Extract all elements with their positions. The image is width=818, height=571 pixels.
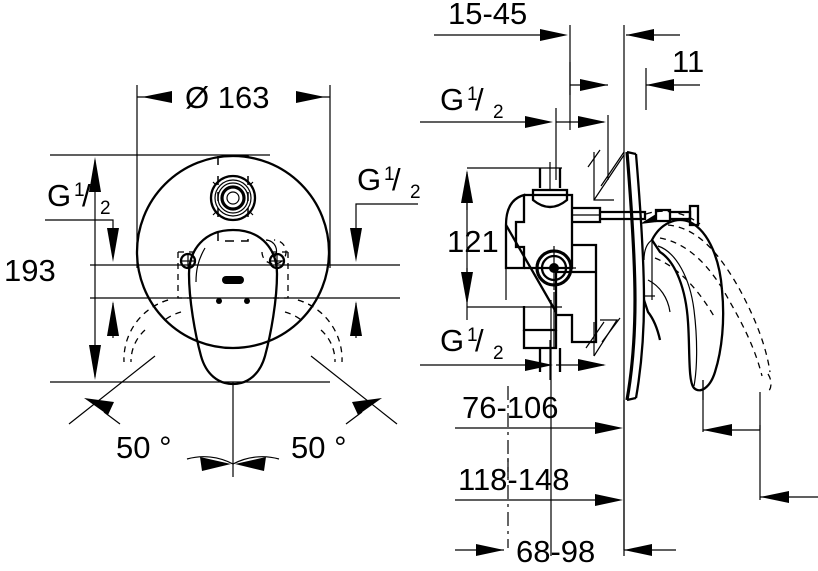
thread-label-right: G 1 / 2: [350, 162, 421, 338]
label-76-106: 76-106: [462, 390, 559, 425]
side-view: 15-45 11 G 1 / 2: [420, 0, 818, 569]
thread-left-slash: /: [82, 178, 91, 213]
lever-handle-side: [640, 210, 772, 430]
lever-indicator-slot: [222, 276, 244, 284]
thread-side-upper-letter: G: [440, 82, 464, 117]
diverter-knob: [209, 174, 257, 222]
thread-side-lower-numerator: 1: [467, 325, 478, 346]
screw-boss-left: [179, 252, 197, 270]
front-view: Ø 163 193 G 1 / 2 G 1 / 2: [4, 80, 421, 477]
thread-side-lower-slash: /: [475, 323, 484, 358]
lever-projection-dimensions: [703, 424, 818, 503]
label-68-98: 68-98: [516, 534, 595, 569]
thread-side-upper-numerator: 1: [467, 84, 478, 105]
thread-label-side-upper: G 1 / 2: [420, 82, 606, 128]
thread-right-numerator: 1: [384, 164, 395, 185]
diameter-label: Ø 163: [185, 80, 269, 115]
wall-hatching-lower: [585, 317, 621, 357]
dimension-76-106: 76-106: [455, 386, 623, 478]
dimension-118-148: 118-148: [455, 458, 623, 548]
thread-left-numerator: 1: [74, 180, 85, 201]
label-121: 121: [447, 224, 499, 259]
label-11: 11: [672, 44, 704, 79]
dimension-68-98: 68-98: [455, 534, 676, 569]
escutcheon-plate-side: [625, 150, 646, 402]
thread-label-side-lower: G 1 / 2: [420, 323, 606, 371]
angle-dimension-right: 50 °: [232, 355, 398, 471]
dimension-15-45: 15-45: [434, 0, 568, 41]
angle-left-label: 50 °: [116, 430, 172, 465]
label-118-148: 118-148: [458, 462, 569, 497]
height-193-label: 193: [4, 253, 56, 288]
thread-right-denominator: 2: [410, 182, 421, 203]
aerator-detail: [261, 239, 287, 265]
lever-rotation-arcs-outside: [123, 299, 343, 363]
wall-hatching-upper: [587, 149, 625, 201]
thread-right-letter: G: [357, 162, 381, 197]
thread-left-letter: G: [47, 178, 71, 213]
dimension-11: 11: [570, 44, 704, 91]
label-15-45: 15-45: [448, 0, 527, 31]
thread-side-upper-slash: /: [475, 82, 484, 117]
thread-right-slash: /: [392, 162, 401, 197]
angle-dimension-left: 50 °: [68, 355, 234, 477]
thread-side-lower-letter: G: [440, 323, 464, 358]
dimension-gap-top: [626, 29, 680, 41]
thread-side-lower-denominator: 2: [493, 343, 504, 364]
diameter-dimension: Ø 163: [137, 80, 330, 115]
height-193-dimension: 193: [4, 157, 101, 380]
rough-in-body: [504, 162, 700, 380]
thread-left-denominator: 2: [100, 198, 111, 219]
angle-right-label: 50 °: [291, 430, 347, 465]
dimension-121: 121: [447, 167, 562, 308]
front-view-extension-lines: [50, 85, 400, 383]
thread-side-upper-denominator: 2: [493, 102, 504, 123]
thread-label-left: G 1 / 2: [45, 178, 119, 338]
